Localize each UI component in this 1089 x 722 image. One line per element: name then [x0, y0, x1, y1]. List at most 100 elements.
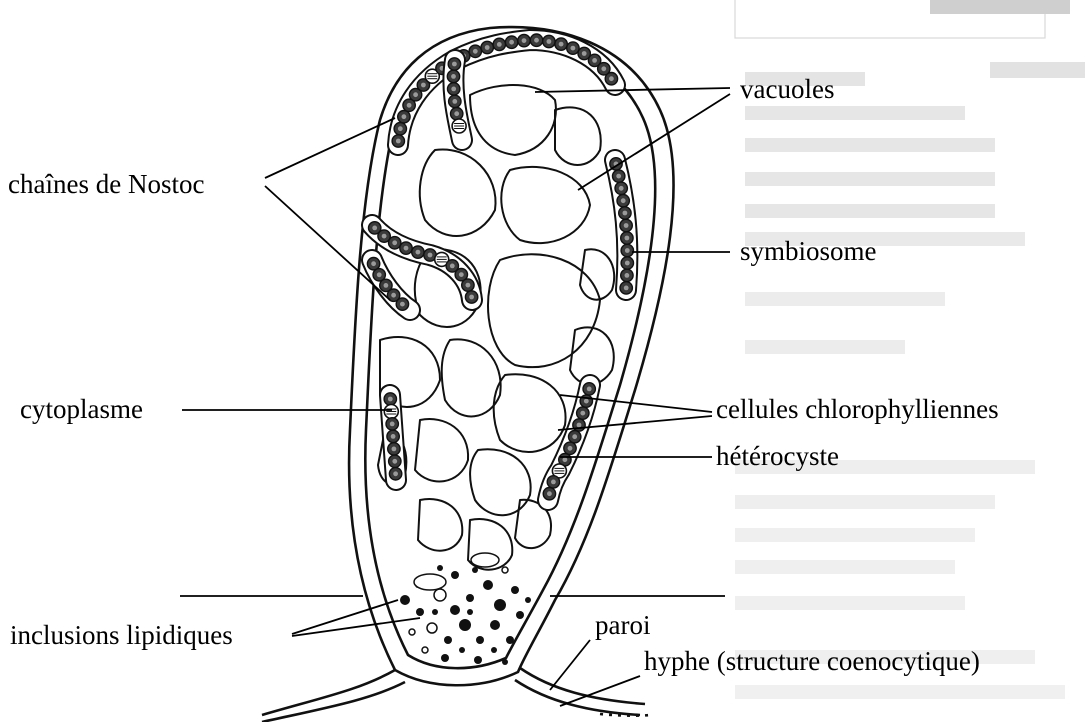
nostoc-cell-core: [559, 42, 564, 47]
nostoc-cell-core: [393, 471, 398, 476]
nostoc-cell-core: [390, 422, 395, 427]
nostoc-cell-core: [466, 283, 471, 288]
lipid-droplet: [441, 654, 449, 662]
label-cytoplasme: cytoplasme: [20, 394, 143, 424]
nostoc-cell-core: [584, 399, 589, 404]
vacuole-network: [378, 85, 614, 570]
label-inclusions-lipidiques: inclusions lipidiques: [10, 620, 233, 650]
nostoc-cell-core: [392, 240, 397, 245]
nostoc-cell-core: [391, 293, 396, 298]
lipid-droplet: [459, 619, 471, 631]
nostoc-cell-core: [451, 74, 456, 79]
lipid-droplet: [502, 659, 508, 665]
lipid-droplet: [451, 571, 459, 579]
nostoc-cell-core: [568, 446, 573, 451]
nostoc-cell-core: [382, 234, 387, 239]
nostoc-cell-core: [547, 491, 552, 496]
nostoc-cell-core: [621, 198, 626, 203]
lipid-droplet: [427, 623, 437, 633]
nostoc-cell-core: [384, 283, 389, 288]
nostoc-cell-core: [459, 272, 464, 277]
nostoc-cell-core: [623, 211, 628, 216]
nostoc-cell-core: [402, 114, 407, 119]
lipid-droplet: [466, 594, 474, 602]
lipid-droplet: [400, 595, 410, 605]
lipid-droplet: [476, 636, 484, 644]
nostoc-cell-core: [572, 434, 577, 439]
lipid-droplet: [516, 611, 524, 619]
leader-paroi: [550, 640, 590, 690]
nostoc-cell-core: [509, 40, 514, 45]
nostoc-cell-core: [450, 264, 455, 269]
nostoc-cell-core: [398, 126, 403, 131]
label-cellules-chlorophylliennes: cellules chlorophylliennes: [716, 394, 999, 424]
label-vacuoles: vacuoles: [740, 74, 834, 104]
lipid-droplet: [437, 565, 443, 571]
lipid-droplet: [416, 608, 424, 616]
nostoc-cell-core: [392, 459, 397, 464]
lipid-droplet: [490, 620, 500, 630]
nostoc-cell-core: [421, 83, 426, 88]
label-chaines-de-nostoc: chaînes de Nostoc: [8, 169, 204, 199]
lipid-droplet: [502, 567, 508, 573]
nostoc-cell-core: [485, 45, 490, 50]
nostoc-cell-core: [377, 272, 382, 277]
nostoc-cell-core: [454, 111, 459, 116]
nostoc-cell-core: [391, 434, 396, 439]
nostoc-cell-core: [563, 457, 568, 462]
nostoc-cell-core: [571, 46, 576, 51]
label-symbiosome: symbiosome: [740, 236, 877, 266]
label-paroi: paroi: [595, 610, 650, 640]
nostoc-cell-core: [534, 38, 539, 43]
nostoc-cell-core: [582, 51, 587, 56]
nostoc-cell-core: [522, 38, 527, 43]
lipid-droplet: [467, 609, 473, 615]
nostoc-cell-core: [452, 62, 457, 67]
nostoc-cell-core: [407, 103, 412, 108]
nostoc-cell-core: [577, 423, 582, 428]
label-heterocyste: hétérocyste: [716, 441, 839, 471]
lipid-droplet: [459, 647, 465, 653]
lipid-inclusion-oval: [471, 553, 499, 567]
nostoc-cell-core: [372, 226, 377, 231]
nostoc-cell-core: [587, 387, 592, 392]
nostoc-cell-core: [469, 295, 474, 300]
nostoc-cell-core: [601, 66, 606, 71]
lipid-inclusion-oval: [414, 574, 446, 590]
labels: vacuoles chaînes de Nostoc symbiosome cy…: [8, 74, 999, 676]
lipid-droplet: [422, 647, 428, 653]
nostoc-cell-core: [392, 447, 397, 452]
lipid-droplet: [491, 647, 497, 653]
nostoc-cell-core: [619, 186, 624, 191]
nostoc-cell-core: [592, 58, 597, 63]
nostoc-cell-core: [416, 250, 421, 255]
lipid-droplet: [472, 567, 478, 573]
nostoc-cell-core: [497, 42, 502, 47]
nostoc-cell-core: [616, 174, 621, 179]
nostoc-cell-core: [625, 261, 630, 266]
nostoc-cell-core: [547, 39, 552, 44]
leader-chaines-2: [265, 186, 390, 300]
nostoc-cell-core: [609, 76, 614, 81]
label-hyphe: hyphe (structure coenocytique): [644, 646, 980, 676]
nostoc-cell-core: [625, 273, 630, 278]
nostoc-cell-core: [413, 92, 418, 97]
nostoc-cell-core: [404, 246, 409, 251]
leader-chaines-1: [265, 118, 395, 178]
lipid-droplet: [432, 609, 438, 615]
lipid-droplet: [483, 580, 493, 590]
nostoc-cell-core: [624, 223, 629, 228]
lipid-droplet: [434, 589, 446, 601]
leader-vacuoles: [535, 88, 730, 92]
lipid-droplet: [450, 605, 460, 615]
nostoc-cell-core: [624, 286, 629, 291]
nostoc-cell-core: [580, 411, 585, 416]
nostoc-cell-core: [551, 480, 556, 485]
page-background-bleed: [735, 0, 1085, 699]
nostoc-cell-core: [451, 87, 456, 92]
lipid-droplet: [511, 586, 519, 594]
lipid-droplet: [494, 599, 506, 611]
lipid-droplet: [525, 597, 531, 603]
nostoc-chains: [367, 34, 633, 500]
